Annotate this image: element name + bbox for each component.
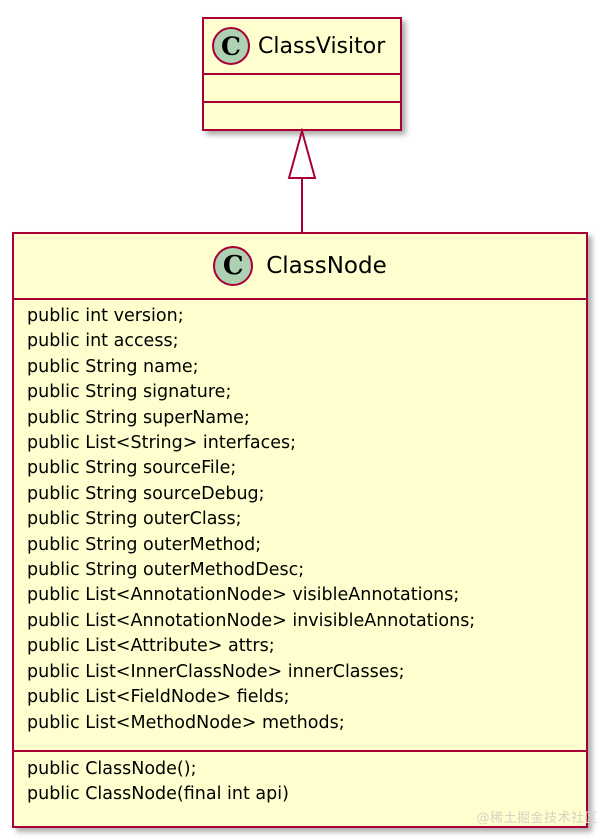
- watermark: @稀土掘金技术社区: [476, 811, 598, 826]
- class-stereotype-icon: C: [213, 246, 254, 286]
- generalization-arrowhead-icon: [287, 127, 317, 179]
- classvisitor-fields-compartment: [204, 75, 400, 101]
- classvisitor-methods-compartment: [204, 103, 400, 129]
- classnode-divider-methods: [14, 750, 586, 752]
- method-line: public ClassNode();: [27, 759, 197, 779]
- field-line: public List<MethodNode> methods;: [27, 712, 345, 733]
- class-box-classvisitor[interactable]: C ClassVisitor: [202, 17, 402, 131]
- classnode-title: ClassNode: [266, 253, 387, 279]
- field-line: public String sourceFile;: [27, 458, 237, 479]
- field-line: public List<String> interfaces;: [27, 433, 296, 454]
- field-line: public List<InnerClassNode> innerClasses…: [27, 661, 405, 682]
- field-line: public int access;: [27, 331, 179, 352]
- classnode-header: C ClassNode: [14, 234, 586, 298]
- method-line: public ClassNode(final int api): [27, 784, 289, 805]
- classnode-methods-compartment: public ClassNode(); public ClassNode(fina…: [14, 752, 586, 812]
- classvisitor-divider-methods: [204, 101, 400, 103]
- field-line: public String sourceDebug;: [27, 483, 265, 504]
- classnode-divider-fields: [14, 298, 586, 300]
- classvisitor-header: C ClassVisitor: [204, 19, 400, 73]
- classvisitor-divider-fields: [204, 73, 400, 75]
- field-line: public List<AnnotationNode> invisibleAnn…: [27, 610, 476, 631]
- field-line: public int version;: [27, 306, 184, 326]
- field-line: public String outerMethodDesc;: [27, 560, 305, 581]
- field-line: public String name;: [27, 356, 199, 377]
- class-box-classnode[interactable]: C ClassNode public int version;public in…: [12, 232, 588, 828]
- field-line: public String outerMethod;: [27, 534, 262, 555]
- field-line: public String superName;: [27, 407, 250, 428]
- class-stereotype-icon: C: [212, 27, 250, 65]
- field-line: public String outerClass;: [27, 509, 242, 530]
- field-line: public List<AnnotationNode> visibleAnnot…: [27, 585, 460, 606]
- field-line: public List<FieldNode> fields;: [27, 687, 290, 708]
- classvisitor-title: ClassVisitor: [258, 33, 386, 59]
- classnode-fields-compartment: public int version; public int access; pub…: [14, 300, 586, 750]
- field-line: public String signature;: [27, 382, 232, 403]
- field-line: public List<Attribute> attrs;: [27, 636, 275, 657]
